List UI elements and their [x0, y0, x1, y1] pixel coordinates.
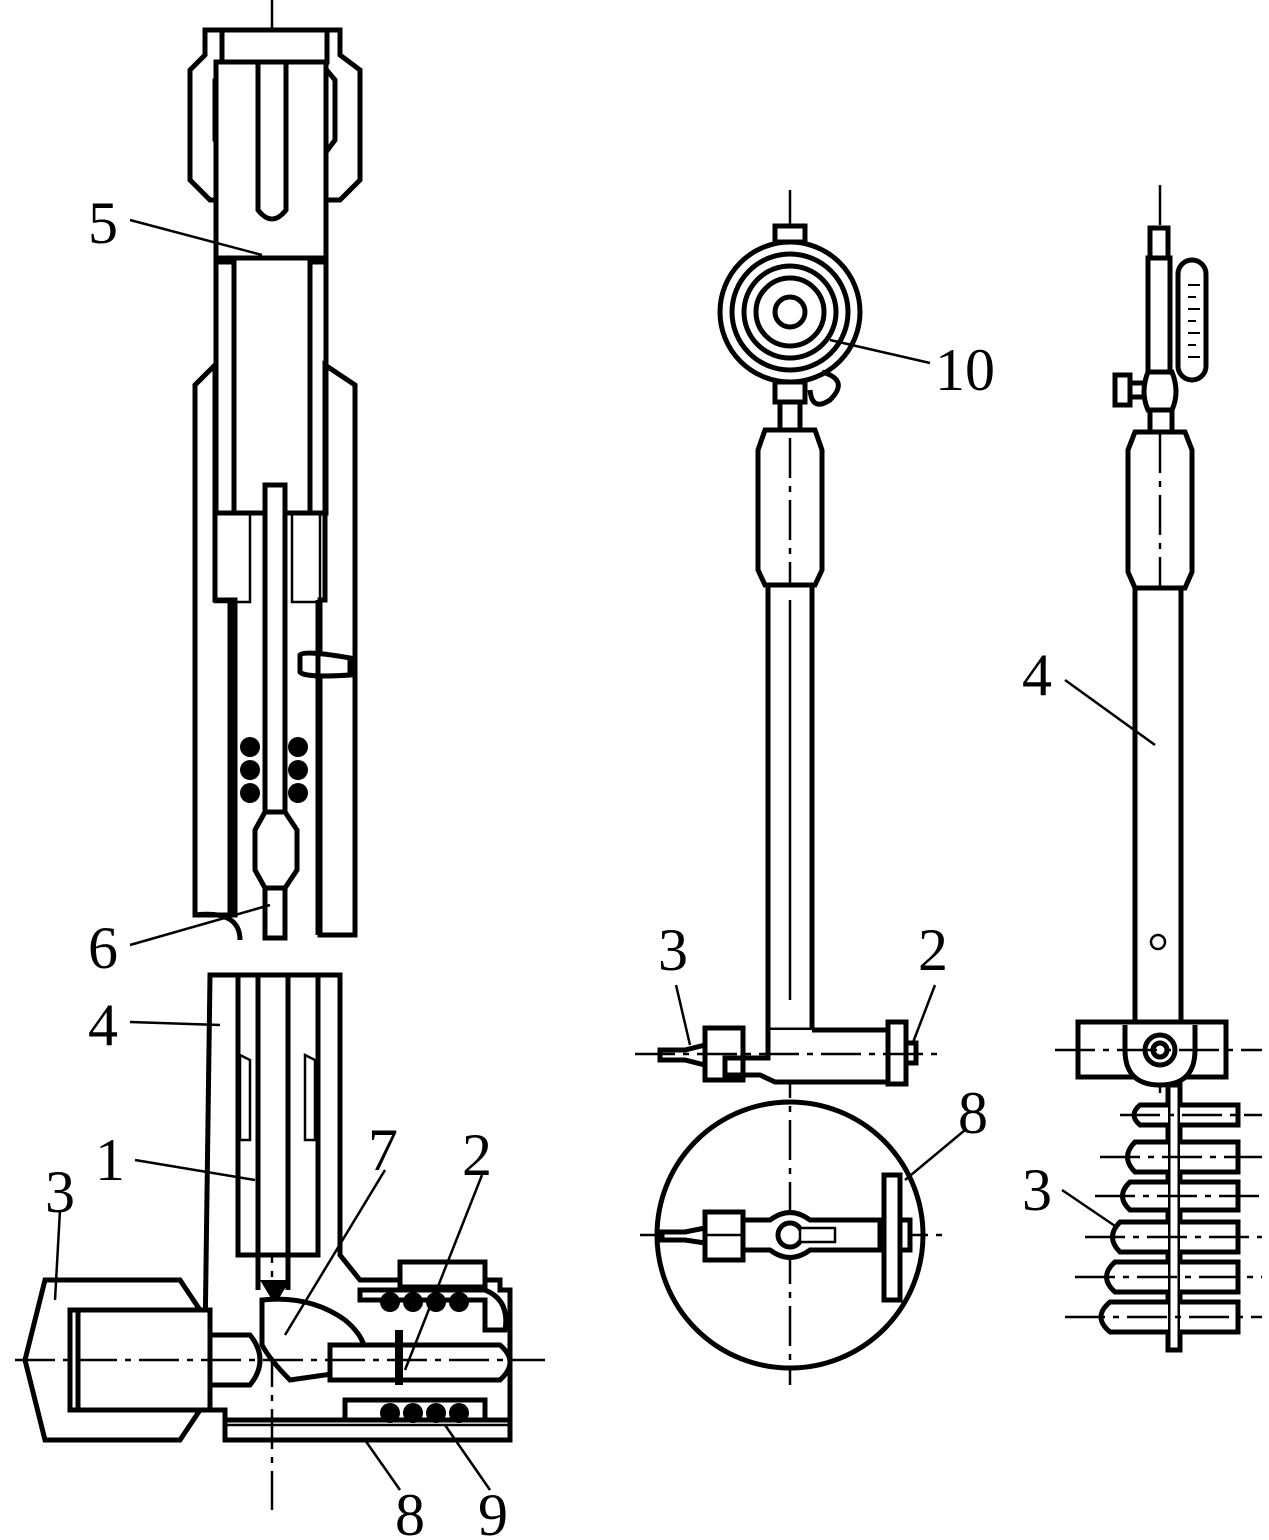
label-10: 10 [935, 337, 995, 403]
side-stem [1132, 585, 1184, 1041]
leader-3-mid [674, 984, 692, 1046]
leader-4-left [129, 1020, 221, 1027]
upper-tube [213, 59, 329, 516]
upper-spring [240, 737, 308, 803]
leader-3-left [53, 1209, 62, 1301]
leader-8-left [363, 1439, 402, 1491]
label-7: 7 [368, 1117, 398, 1183]
label-4-right: 4 [1022, 642, 1052, 708]
label-1: 1 [95, 1127, 125, 1193]
push-rod [227, 482, 353, 941]
label-2-mid: 2 [918, 917, 948, 983]
label-8-mid: 8 [958, 1080, 988, 1146]
label-2-left: 2 [462, 1122, 492, 1188]
front-view: 10 3 2 8 [635, 190, 995, 1385]
label-6: 6 [88, 915, 118, 981]
leader-7 [283, 1169, 387, 1336]
label-3-left: 3 [45, 1159, 75, 1225]
anvil-set [1065, 1082, 1262, 1353]
leader-9 [443, 1424, 492, 1491]
label-4-left: 4 [88, 992, 118, 1058]
leader-3-right [1061, 1188, 1119, 1230]
side-knurled-handle [1125, 429, 1195, 591]
label-5: 5 [88, 190, 118, 256]
label-3-mid: 3 [658, 917, 688, 983]
dial-indicator [717, 223, 863, 433]
leader-10 [829, 338, 931, 365]
leader-6 [129, 903, 271, 947]
leader-1 [134, 1158, 256, 1182]
leader-8-mid [904, 1129, 966, 1181]
label-8-left: 8 [395, 1482, 425, 1540]
label-9: 9 [478, 1482, 508, 1540]
knurled-handle [755, 427, 825, 588]
detail-circle [640, 1099, 945, 1371]
leader-4-right [1064, 678, 1156, 747]
sectional-view: 5 6 4 1 3 7 2 8 9 [15, 0, 545, 1540]
side-head [1075, 1019, 1229, 1088]
leader-2-mid [910, 984, 937, 1046]
side-view: 4 3 [1022, 185, 1262, 1353]
leader-5 [129, 218, 263, 257]
dial-side [1112, 225, 1209, 435]
label-3-right: 3 [1022, 1157, 1052, 1223]
leader-2-left [403, 1174, 484, 1371]
